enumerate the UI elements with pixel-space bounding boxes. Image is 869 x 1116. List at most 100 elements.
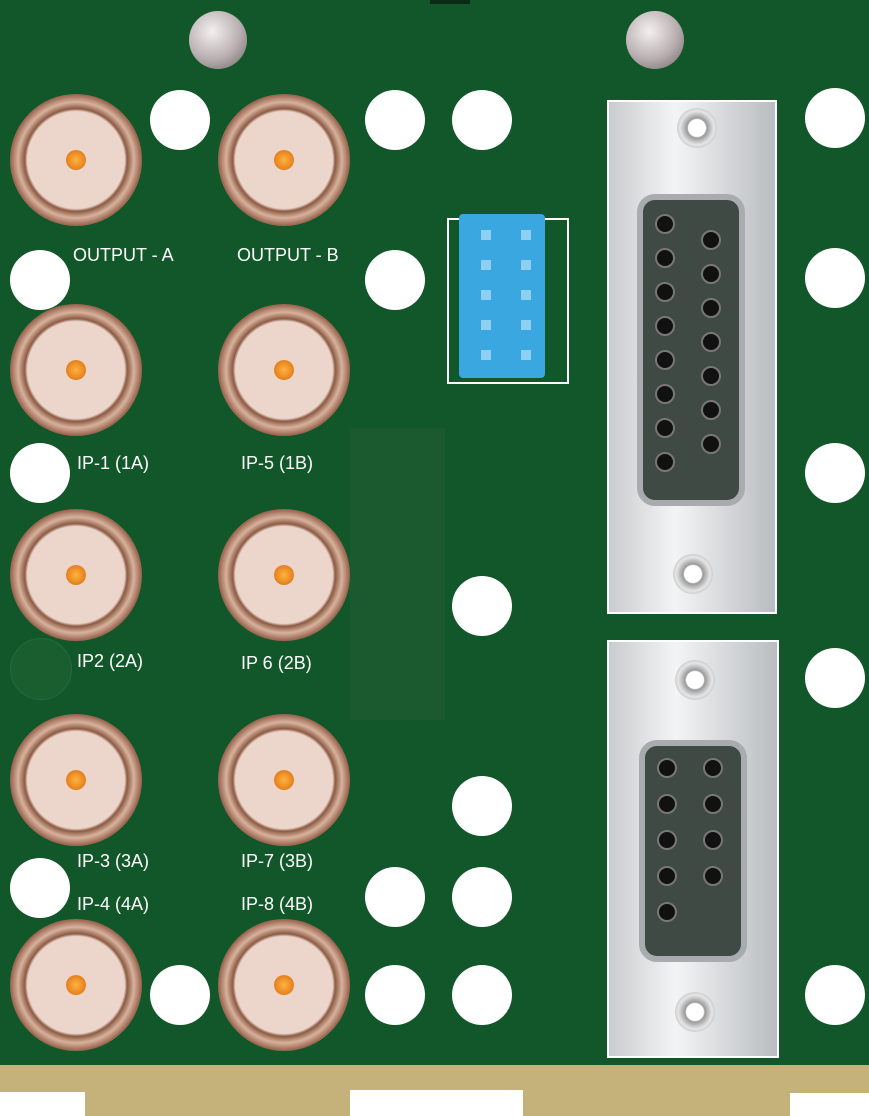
bnc-connector[interactable] [218, 714, 350, 846]
label-ip2: IP2 (2A) [77, 651, 144, 671]
db15-pin [701, 264, 721, 284]
label-ip4: IP-4 (4A) [77, 894, 150, 914]
label-ip1: IP-1 (1A) [77, 453, 150, 473]
label-ip5: IP-5 (1B) [241, 453, 314, 473]
bnc-center-pin [274, 565, 294, 585]
header-pin [481, 260, 491, 270]
bnc-center-pin [274, 975, 294, 995]
edge-cutout [790, 1093, 869, 1116]
mounting-hole [805, 965, 865, 1025]
mounting-hole [452, 776, 512, 836]
db15-connector[interactable] [607, 100, 777, 614]
db9-pin [703, 794, 723, 814]
bnc-connector[interactable] [10, 94, 142, 226]
db15-pin [701, 400, 721, 420]
db15-pin [701, 298, 721, 318]
db9-pin [657, 902, 677, 922]
bnc-connector[interactable] [218, 919, 350, 1051]
db15-pin [701, 332, 721, 352]
db9-shell [639, 740, 747, 962]
label-ip3: IP-3 (3A) [77, 851, 150, 871]
bnc-connector[interactable] [218, 94, 350, 226]
mounting-hole [10, 250, 70, 310]
header-pin [521, 290, 531, 300]
bnc-center-pin [66, 565, 86, 585]
mounting-hole [452, 576, 512, 636]
db15-pin [655, 316, 675, 336]
header-pin [481, 350, 491, 360]
db15-pin [655, 214, 675, 234]
db15-pin [655, 418, 675, 438]
label-output-a: OUTPUT - A [73, 245, 174, 265]
mounting-hole [805, 248, 865, 308]
db9-screw-bottom [675, 992, 715, 1032]
label-ip6: IP 6 (2B) [241, 653, 312, 673]
header-pin [481, 320, 491, 330]
db9-pin [703, 830, 723, 850]
mounting-hole [150, 965, 210, 1025]
mounting-hole [805, 443, 865, 503]
header-pin [521, 230, 531, 240]
mounting-hole-dark [10, 638, 72, 700]
mounting-hole [805, 88, 865, 148]
bnc-center-pin [66, 975, 86, 995]
db15-pin [701, 434, 721, 454]
label-output-b: OUTPUT - B [237, 245, 339, 265]
header-pin [521, 350, 531, 360]
screw-icon [189, 11, 247, 69]
bnc-connector[interactable] [10, 509, 142, 641]
db9-pin [657, 794, 677, 814]
mounting-hole [452, 90, 512, 150]
mounting-hole [150, 90, 210, 150]
ribbon-header-connector[interactable] [447, 214, 569, 384]
db15-pin [655, 384, 675, 404]
header-pin [481, 290, 491, 300]
db9-pin [703, 866, 723, 886]
mounting-hole [365, 250, 425, 310]
header-pin [521, 260, 531, 270]
top-notch [430, 0, 470, 4]
header-pin [481, 230, 491, 240]
bnc-connector[interactable] [218, 304, 350, 436]
db9-screw-top [675, 660, 715, 700]
screw-icon [626, 11, 684, 69]
mounting-hole [10, 858, 70, 918]
db9-connector[interactable] [607, 640, 779, 1058]
db9-pin [657, 866, 677, 886]
db9-pin [657, 830, 677, 850]
db15-pin [655, 452, 675, 472]
db15-pin [655, 350, 675, 370]
db9-pin [657, 758, 677, 778]
bnc-center-pin [66, 150, 86, 170]
bnc-connector[interactable] [10, 714, 142, 846]
header-pin [521, 320, 531, 330]
bnc-connector[interactable] [10, 304, 142, 436]
db15-pin [655, 282, 675, 302]
bnc-center-pin [66, 770, 86, 790]
db15-pin [701, 366, 721, 386]
bnc-center-pin [274, 150, 294, 170]
bnc-center-pin [66, 360, 86, 380]
mounting-hole [452, 867, 512, 927]
label-ip8: IP-8 (4B) [241, 894, 314, 914]
mounting-hole [365, 90, 425, 150]
db15-screw-top [677, 108, 717, 148]
edge-cutout [350, 1090, 523, 1116]
db9-pin [703, 758, 723, 778]
mounting-hole [805, 648, 865, 708]
mounting-hole [452, 965, 512, 1025]
bnc-connector[interactable] [10, 919, 142, 1051]
edge-cutout [0, 1092, 85, 1116]
db15-screw-bottom [673, 554, 713, 594]
mounting-hole [365, 965, 425, 1025]
bnc-center-pin [274, 360, 294, 380]
bnc-connector[interactable] [218, 509, 350, 641]
db15-pin [655, 248, 675, 268]
dark-region [350, 428, 445, 720]
mounting-hole [10, 443, 70, 503]
db15-shell [637, 194, 745, 506]
db15-pin [701, 230, 721, 250]
mounting-hole [365, 867, 425, 927]
label-ip7: IP-7 (3B) [241, 851, 314, 871]
